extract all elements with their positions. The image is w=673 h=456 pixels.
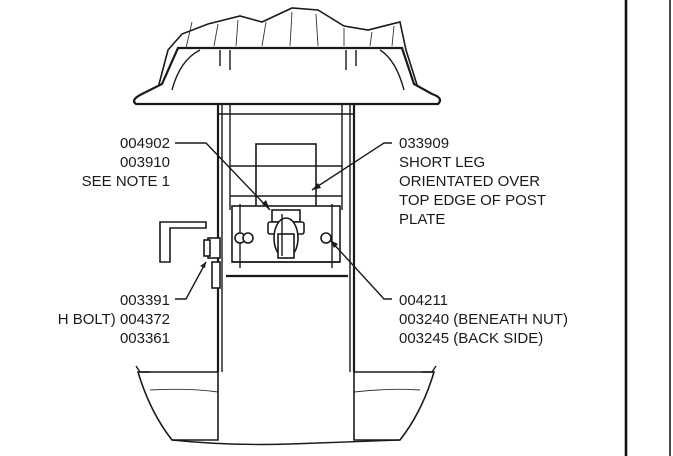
callout-left-bottom: 003391 H BOLT) 004372 003361 bbox=[58, 292, 170, 347]
center-bolt bbox=[267, 209, 305, 259]
left-side-bolt bbox=[203, 232, 254, 289]
note-label: SEE NOTE 1 bbox=[82, 173, 170, 190]
hinge-plate bbox=[159, 221, 207, 263]
callout-right-bottom: 004211 003240 (BENEATH NUT) 003245 (BACK… bbox=[399, 292, 568, 347]
note-label: TOP EDGE OF POST bbox=[399, 192, 546, 209]
part-number-label: 003910 bbox=[120, 154, 170, 171]
part-number-label: 004211 bbox=[399, 292, 448, 309]
leader-arrowheads bbox=[200, 183, 338, 268]
part-number-label: 004902 bbox=[120, 135, 170, 152]
base-plate bbox=[135, 365, 437, 446]
leader-lines bbox=[175, 142, 392, 300]
note-label: PLATE bbox=[399, 211, 445, 228]
note-label: ORIENTATED OVER bbox=[399, 173, 540, 190]
vertical-post bbox=[216, 104, 356, 372]
callout-left-top: 004902 003910 SEE NOTE 1 bbox=[82, 135, 170, 190]
page-frame bbox=[624, 0, 671, 456]
part-number-label: 003391 bbox=[120, 292, 170, 309]
part-number-label: 003240 (BENEATH NUT) bbox=[399, 311, 568, 328]
right-side-bolt bbox=[320, 232, 332, 244]
top-cap bbox=[132, 7, 442, 106]
part-number-label: 003361 bbox=[120, 330, 170, 347]
part-number-label: 003245 (BACK SIDE) bbox=[399, 330, 543, 347]
part-number-label: 033909 bbox=[399, 135, 449, 152]
note-label: SHORT LEG bbox=[399, 154, 485, 171]
callout-right-top: 033909 SHORT LEG ORIENTATED OVER TOP EDG… bbox=[399, 135, 546, 228]
part-number-label: H BOLT) 004372 bbox=[58, 311, 170, 328]
